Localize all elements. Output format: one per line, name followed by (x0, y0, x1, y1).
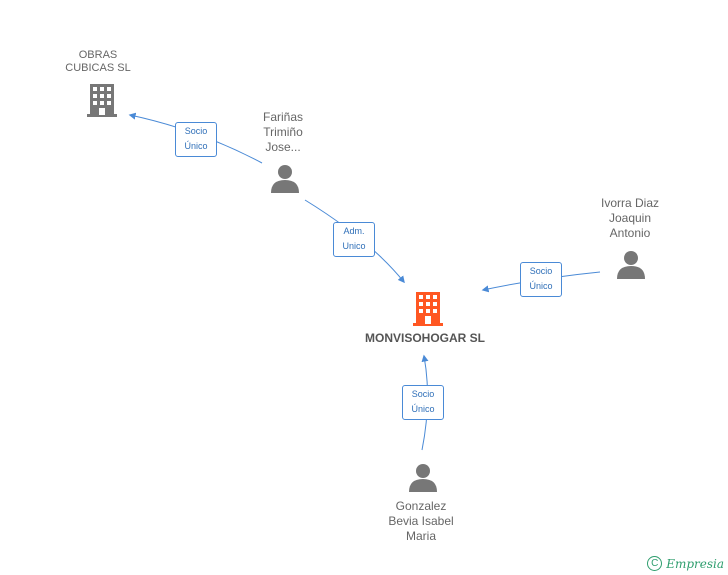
building-icon-main (413, 292, 443, 326)
node-label-gonzalez[interactable]: Gonzalez Bevia Isabel Maria (388, 499, 454, 543)
person-icon-gonzalez (409, 464, 437, 492)
brand-logo: Empresia (666, 556, 724, 571)
node-label-obras[interactable]: OBRAS CUBICAS SL (65, 49, 131, 74)
node-label-farinas[interactable]: Fariñas Trimiño Jose... (262, 110, 303, 154)
node-label-ivorra[interactable]: Ivorra Diaz Joaquin Antonio (600, 196, 659, 240)
edge-badge-ivorra-main: Socio Único (520, 262, 562, 297)
edge-badge-farinas-obras: Socio Único (175, 122, 217, 157)
person-icon-ivorra (617, 251, 645, 279)
node-label-main-company[interactable]: MONVISOHOGAR SL (364, 331, 485, 345)
copyright-icon: C (647, 556, 663, 571)
building-icon (87, 84, 117, 117)
person-icon-farinas (271, 165, 299, 193)
edge-badge-gonzalez-main: Socio Único (402, 385, 444, 420)
edge-badge-farinas-main: Adm. Unico (333, 222, 375, 257)
